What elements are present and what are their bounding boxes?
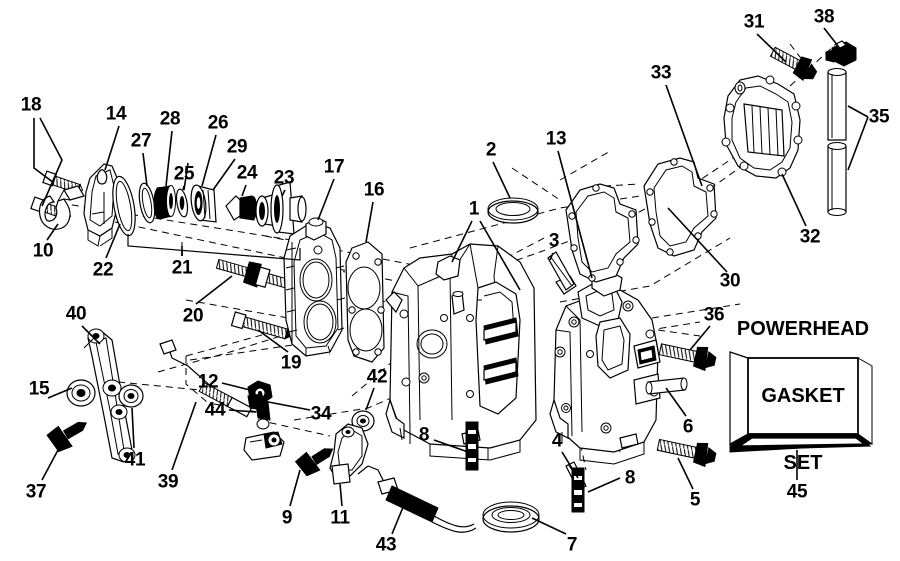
callout-number-17: 17 (323, 156, 345, 178)
callout-number-38: 38 (813, 6, 835, 28)
callout-number-2: 2 (485, 139, 497, 161)
part-28-bushing (153, 185, 176, 220)
gasket-set-box-label: POWERHEAD GASKET SET (737, 273, 869, 519)
callout-number-4: 4 (551, 430, 563, 452)
part-44-link-end (243, 431, 285, 461)
callout-number-44: 44 (204, 399, 226, 421)
part-8-spring-pin-left (465, 421, 479, 471)
callout-number-32: 32 (799, 226, 821, 248)
callout-number-10: 10 (32, 240, 54, 262)
callout-number-24: 24 (236, 162, 258, 184)
part-6-dowel-pin (645, 377, 688, 395)
callout-number-34: 34 (310, 403, 332, 425)
part-37-screw (46, 421, 88, 453)
part-27-ring (138, 182, 156, 224)
part-40-linkage-arm (83, 328, 136, 463)
callout-number-23: 23 (273, 167, 295, 189)
gasket-set-line-2: GASKET (761, 384, 845, 407)
part-44-bushing (255, 401, 271, 430)
callout-number-31: 31 (743, 11, 765, 33)
callout-number-42: 42 (366, 366, 388, 388)
callout-number-18: 18 (20, 94, 42, 116)
gasket-set-line-1: POWERHEAD (736, 317, 870, 340)
callout-number-1: 1 (468, 198, 480, 220)
callout-number-37: 37 (25, 481, 47, 503)
callout-number-45: 45 (786, 481, 808, 503)
callout-number-26: 26 (207, 112, 229, 134)
part-8-spring-pin-right (571, 467, 585, 513)
callout-leader-lines (33, 27, 869, 535)
callout-number-29: 29 (226, 136, 248, 158)
callout-number-8: 8 (418, 424, 430, 446)
part-36-bolt (658, 343, 717, 372)
callout-number-22: 22 (92, 259, 114, 281)
callout-number-5: 5 (689, 489, 701, 511)
callout-number-11: 11 (330, 507, 350, 529)
callout-number-19: 19 (280, 352, 302, 374)
part-26-29-grooved-hub (190, 184, 217, 223)
part-1-cylinder-block (385, 243, 537, 461)
part-22-gasket (112, 175, 136, 237)
callout-number-6: 6 (682, 416, 694, 438)
part-31-bolt (769, 46, 818, 82)
part-38-elbow-fitting (825, 40, 857, 67)
callout-number-16: 16 (363, 179, 385, 201)
callout-number-39: 39 (157, 471, 179, 493)
callout-number-21: 21 (171, 257, 193, 279)
callout-number-14: 14 (105, 103, 127, 125)
part-16-head-gasket (345, 241, 385, 363)
callout-number-7: 7 (566, 534, 578, 556)
callout-number-8: 8 (624, 467, 636, 489)
callout-number-35: 35 (868, 106, 890, 128)
callout-number-28: 28 (159, 108, 181, 130)
part-17-cylinder-head (283, 217, 346, 357)
gasket-set-line-3: SET (783, 451, 823, 474)
part-43-spring-hose (357, 465, 477, 533)
callout-number-41: 41 (124, 449, 146, 471)
callout-number-20: 20 (182, 305, 204, 327)
part-14-bracket (83, 163, 119, 247)
part-33-gasket (643, 157, 718, 257)
callout-number-30: 30 (719, 270, 741, 292)
part-9-screw (294, 448, 334, 477)
callout-number-3: 3 (548, 230, 560, 252)
part-11-bracket-arm (329, 423, 369, 485)
part-34-rod-nut (247, 393, 265, 411)
callout-number-43: 43 (375, 534, 397, 556)
part-32-reed-valve-plate (721, 75, 803, 179)
gasket-set-box (729, 351, 874, 453)
callout-number-12: 12 (197, 371, 219, 393)
part-41-bushing (118, 384, 144, 408)
callout-number-15: 15 (28, 378, 50, 400)
part-5-bolt (656, 438, 717, 468)
part-7-seal-ring (482, 501, 540, 533)
part-25-washer (175, 188, 189, 218)
callout-number-33: 33 (650, 62, 672, 84)
callout-number-9: 9 (281, 507, 293, 529)
part-2-seal-ring (487, 197, 539, 224)
callout-number-40: 40 (65, 303, 87, 325)
callout-number-36: 36 (703, 304, 725, 326)
callout-number-27: 27 (130, 130, 152, 152)
part-19-bolt (230, 311, 293, 340)
part-35-hoses (827, 68, 847, 216)
part-24-tapered-valve (225, 195, 257, 221)
callout-number-13: 13 (545, 128, 567, 150)
part-30-gasket (565, 183, 640, 283)
part-10-clamp (38, 185, 85, 230)
part-23-flanged-fitting (255, 181, 307, 235)
part-15-bushing (66, 379, 96, 407)
callout-number-25: 25 (173, 163, 195, 185)
